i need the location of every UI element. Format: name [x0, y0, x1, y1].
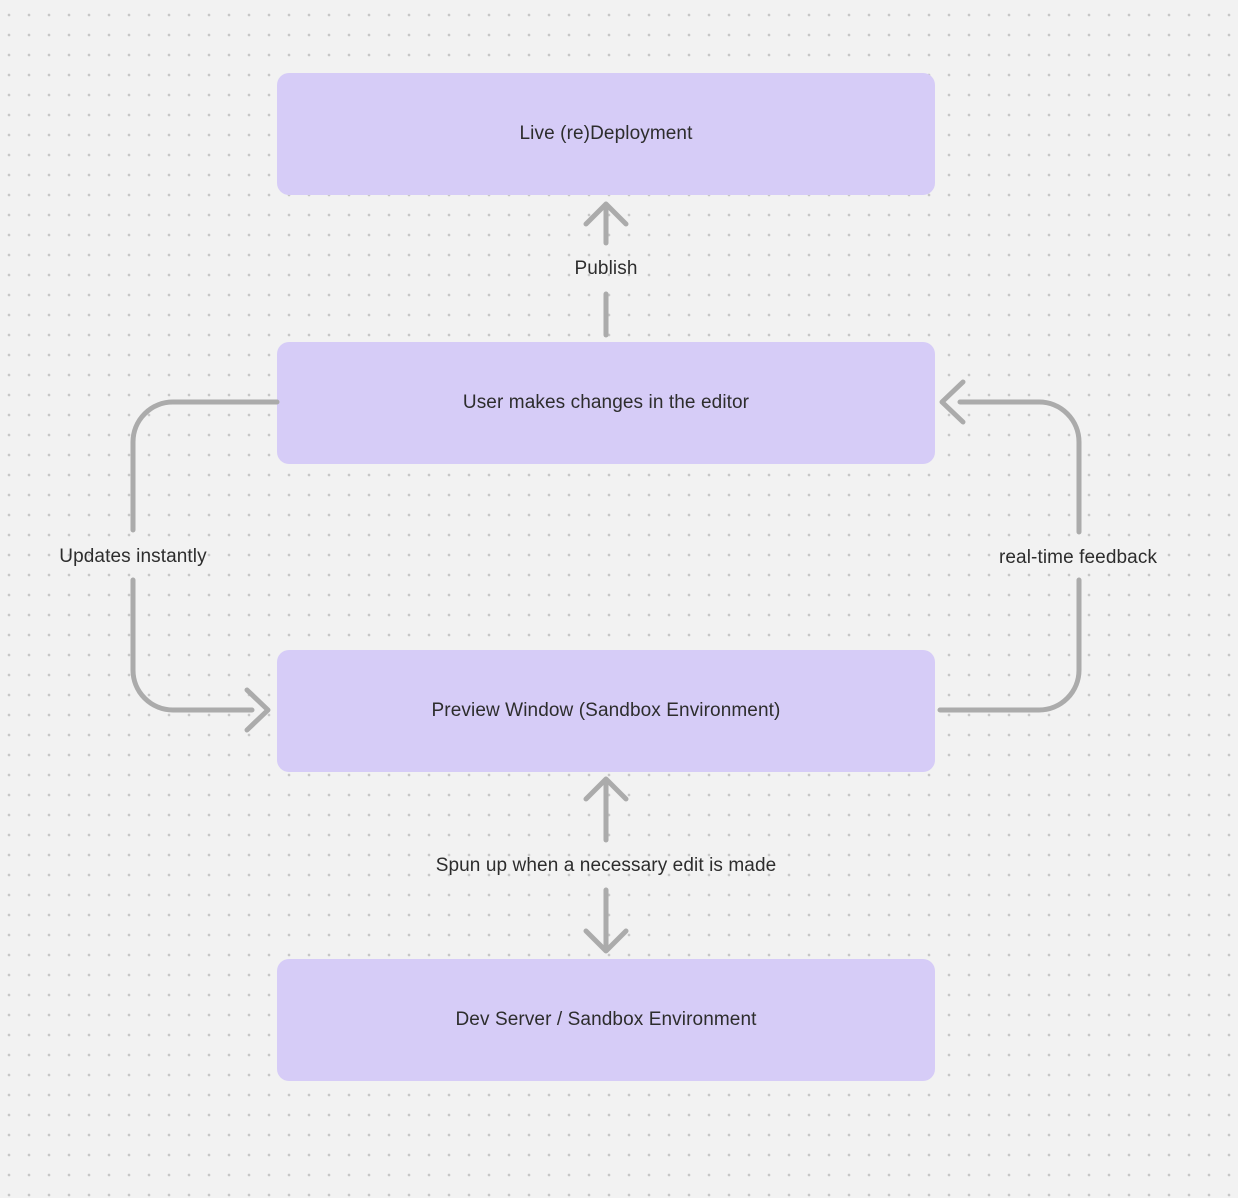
edge-label-realtime-feedback: real-time feedback	[998, 547, 1158, 568]
node-preview-window[interactable]: Preview Window (Sandbox Environment)	[277, 650, 935, 772]
node-label-live-redeployment: Live (re)Deployment	[519, 123, 693, 144]
edge-label-spun-up: Spun up when a necessary edit is made	[435, 855, 777, 876]
realtime-feedback-arrow	[937, 379, 1082, 713]
node-live-redeployment[interactable]: Live (re)Deployment	[277, 73, 935, 195]
arrowhead-up-icon	[583, 201, 629, 227]
edge-label-publish: Publish	[574, 258, 638, 279]
node-dev-server[interactable]: Dev Server / Sandbox Environment	[277, 959, 935, 1081]
node-label-dev-server: Dev Server / Sandbox Environment	[455, 1009, 757, 1030]
arrowhead-left-icon	[939, 379, 966, 425]
arrowhead-up-icon	[583, 776, 629, 802]
arrowhead-right-icon	[244, 687, 271, 733]
arrowhead-down-icon	[583, 928, 629, 954]
node-label-preview-window: Preview Window (Sandbox Environment)	[431, 700, 781, 721]
edge-label-updates-instantly: Updates instantly	[59, 546, 207, 567]
node-label-editor-changes: User makes changes in the editor	[462, 392, 750, 413]
node-editor-changes[interactable]: User makes changes in the editor	[277, 342, 935, 464]
